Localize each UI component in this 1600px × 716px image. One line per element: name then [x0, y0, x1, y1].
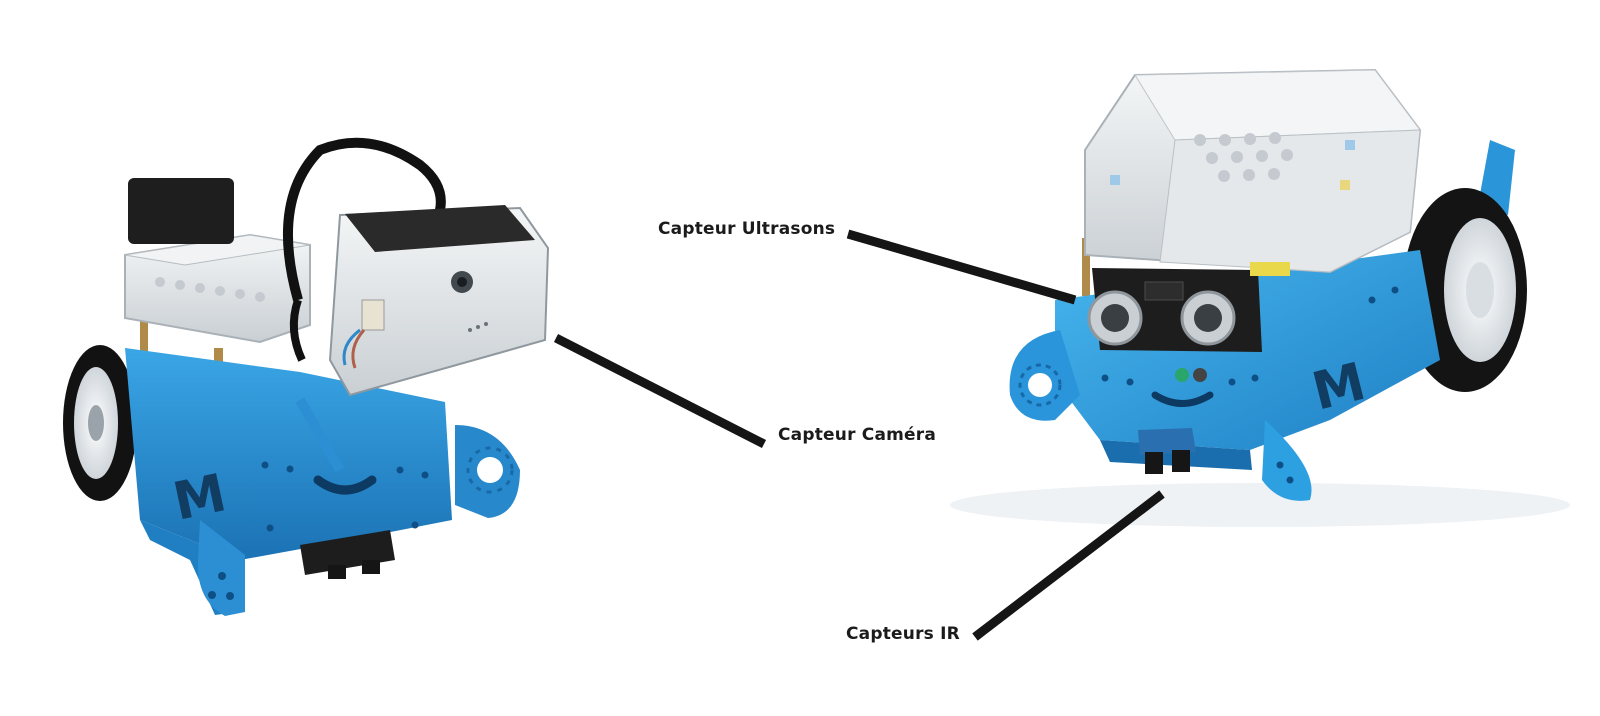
leader-line-ultrasons [846, 229, 1077, 305]
leader-line-ir [972, 490, 1165, 641]
left-robot-control-board [124, 233, 311, 344]
left-robot-ir-sensor [300, 530, 395, 579]
label-capteur-ultrasons: Capteur Ultrasons [658, 219, 836, 239]
left-robot-camera-module [328, 205, 550, 397]
left-robot-wheel [63, 345, 137, 501]
robot-mbot-right: M [950, 68, 1570, 527]
label-capteurs-ir: Capteurs IR [846, 624, 960, 644]
label-capteur-camera: Capteur Caméra [778, 425, 937, 445]
leader-line-camera [553, 333, 767, 449]
right-robot-ultrasonic-sensor [1087, 268, 1262, 382]
left-robot-battery [128, 178, 234, 244]
svg-text:M: M [168, 463, 231, 532]
left-robot-chassis [125, 348, 452, 560]
right-robot-control-case [1084, 68, 1422, 276]
robot-camera-left: M [63, 137, 550, 616]
callout-lines [553, 229, 1165, 641]
right-robot-ir-sensor [1138, 428, 1196, 474]
